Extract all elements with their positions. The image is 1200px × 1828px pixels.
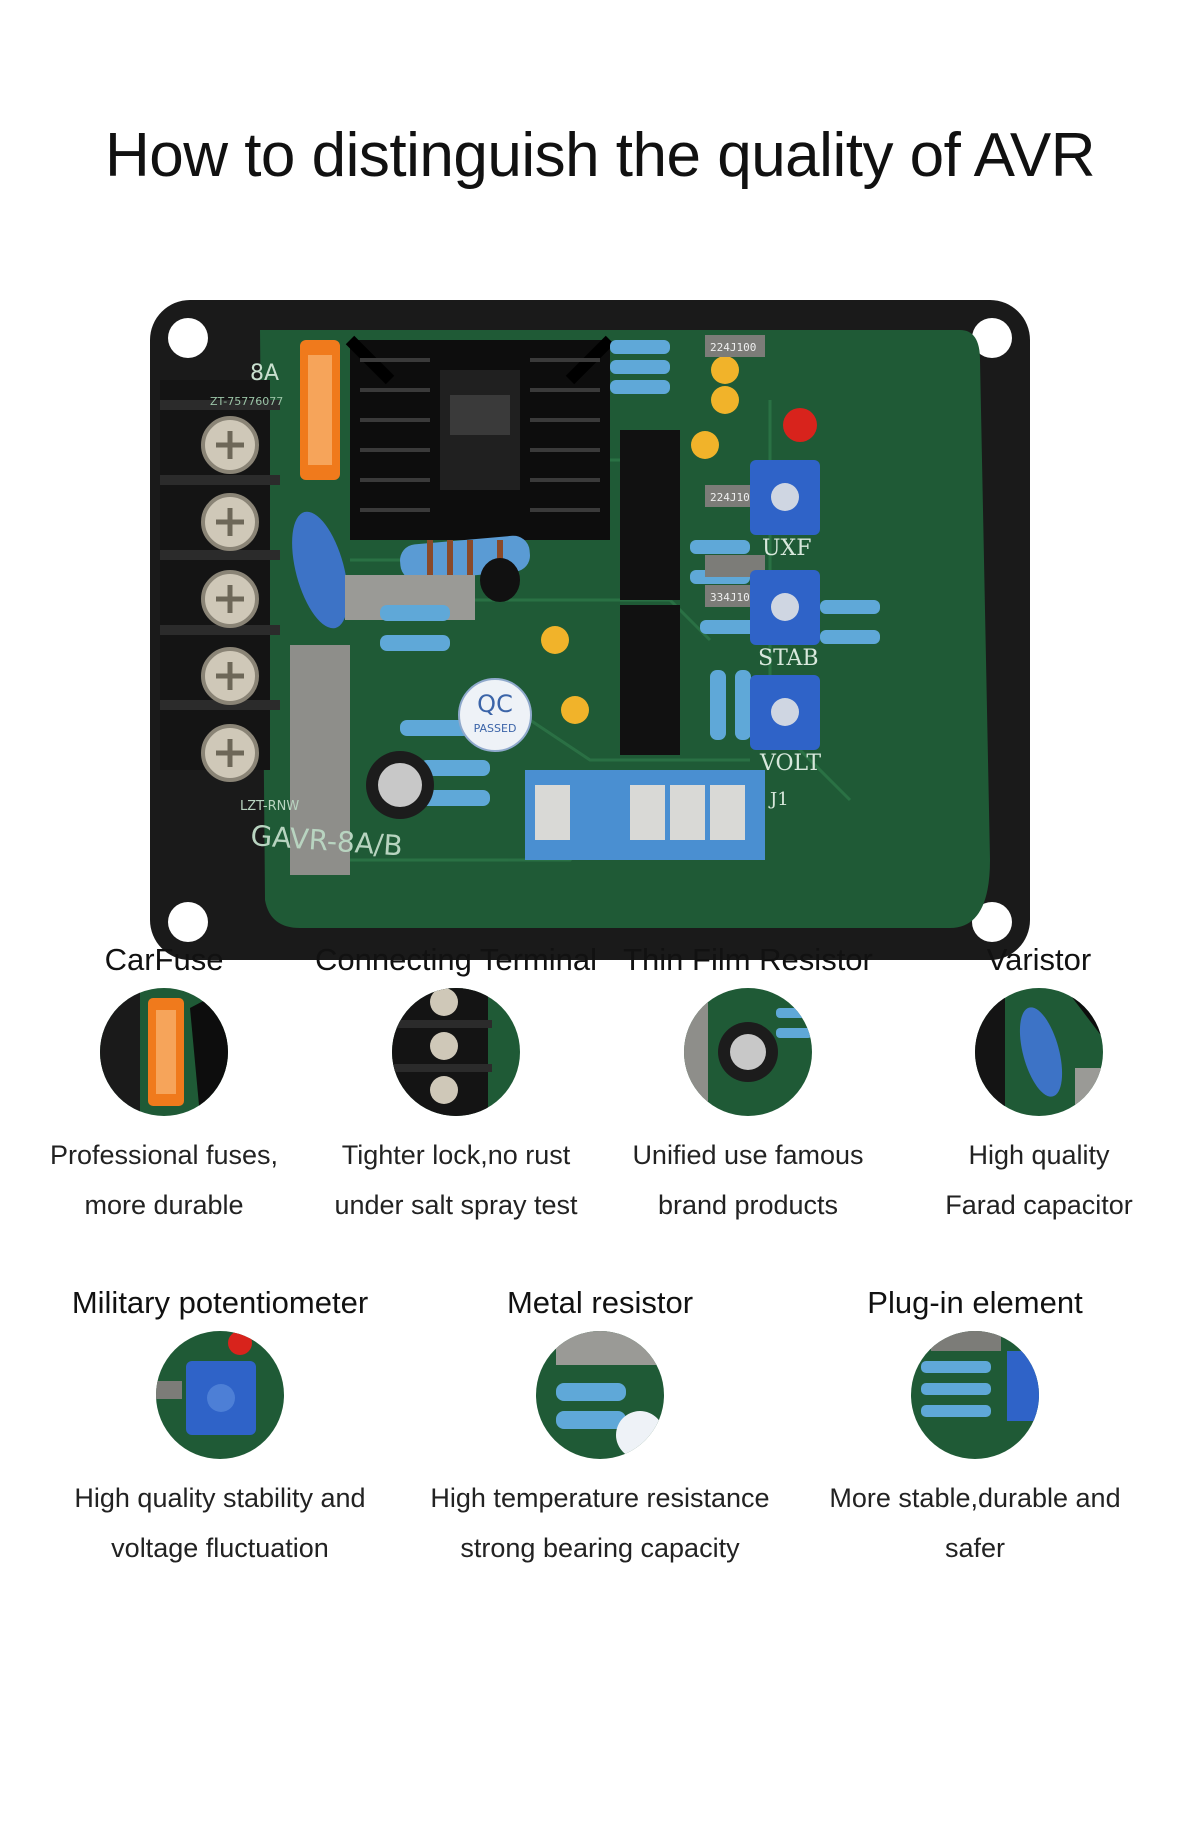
feature-thin-film-resistor: Thin Film Resistor Unified use famous br… <box>603 938 893 1230</box>
svg-text:224J100: 224J100 <box>710 491 756 504</box>
svg-text:UXF: UXF <box>762 536 811 561</box>
qc-passed-sticker <box>458 678 532 752</box>
svg-text:LZT-RNW: LZT-RNW <box>240 799 299 814</box>
svg-text:8A: 8A <box>250 361 279 386</box>
feature-plug-in-element: Plug-in element More stable,durable and … <box>815 1281 1135 1573</box>
plug-in-icon <box>911 1331 1039 1459</box>
feature-title: Varistor <box>986 942 1092 977</box>
feature-title: CarFuse <box>104 942 224 977</box>
feature-line-1: Tighter lock,no rust <box>341 1140 571 1170</box>
feature-line-1: High quality stability and <box>74 1483 366 1513</box>
feature-line-1: More stable,durable and <box>829 1483 1121 1513</box>
ic-chip-2 <box>620 605 680 755</box>
svg-text:STAB: STAB <box>758 646 819 671</box>
fuse-icon <box>100 988 228 1116</box>
svg-text:ZT-75776077: ZT-75776077 <box>210 395 283 408</box>
feature-line-2: under salt spray test <box>334 1190 578 1220</box>
potentiometers <box>750 460 820 750</box>
feature-title: Metal resistor <box>506 1285 694 1320</box>
feature-line-2: strong bearing capacity <box>460 1533 740 1563</box>
terminal-icon <box>392 988 520 1116</box>
feature-carfuse: CarFuse Professional fuses, more durable <box>19 938 309 1230</box>
red-led <box>783 408 817 442</box>
feature-line-1: High temperature resistance <box>430 1483 770 1513</box>
ic-chip-1 <box>620 430 680 600</box>
feature-title: Plug-in element <box>867 1285 1083 1320</box>
varistor <box>292 511 348 629</box>
feature-varistor: Varistor High quality Farad capacitor <box>894 938 1184 1230</box>
feature-line-2: Farad capacitor <box>945 1190 1133 1220</box>
feature-line-2: brand products <box>657 1190 839 1220</box>
svg-text:PASSED: PASSED <box>474 722 517 735</box>
svg-text:VOLT: VOLT <box>759 751 821 776</box>
feature-line-2: safer <box>944 1533 1006 1563</box>
feature-line-2: more durable <box>84 1190 244 1220</box>
svg-text:QC: QC <box>477 690 513 718</box>
capacitor-icon <box>684 988 812 1116</box>
feature-military-potentiometer: Military potentiometer High quality stab… <box>60 1281 380 1573</box>
feature-title: Military potentiometer <box>71 1285 369 1320</box>
svg-text:334J100: 334J100 <box>710 591 756 604</box>
resistor-icon <box>536 1331 664 1459</box>
feature-connecting-terminal: Connecting Terminal Tighter lock,no rust… <box>311 938 601 1230</box>
avr-board-image: 8A ZT-75776077 <box>150 300 1030 960</box>
metal-resistor <box>290 645 350 875</box>
feature-title: Connecting Terminal <box>314 942 598 977</box>
terminal-screws <box>160 400 280 782</box>
feature-title: Thin Film Resistor <box>623 942 873 977</box>
varistor-icon <box>975 988 1103 1116</box>
page-title: How to distinguish the quality of AVR <box>104 121 1096 190</box>
svg-text:J1: J1 <box>768 789 789 810</box>
svg-text:224J100: 224J100 <box>710 341 756 354</box>
feature-line-1: Unified use famous <box>632 1140 864 1170</box>
feature-line-2: voltage fluctuation <box>111 1533 329 1563</box>
feature-line-1: Professional fuses, <box>49 1140 279 1170</box>
feature-metal-resistor: Metal resistor High temperature resistan… <box>430 1281 770 1573</box>
potentiometer-icon <box>156 1331 284 1459</box>
feature-line-1: High quality <box>968 1140 1110 1170</box>
